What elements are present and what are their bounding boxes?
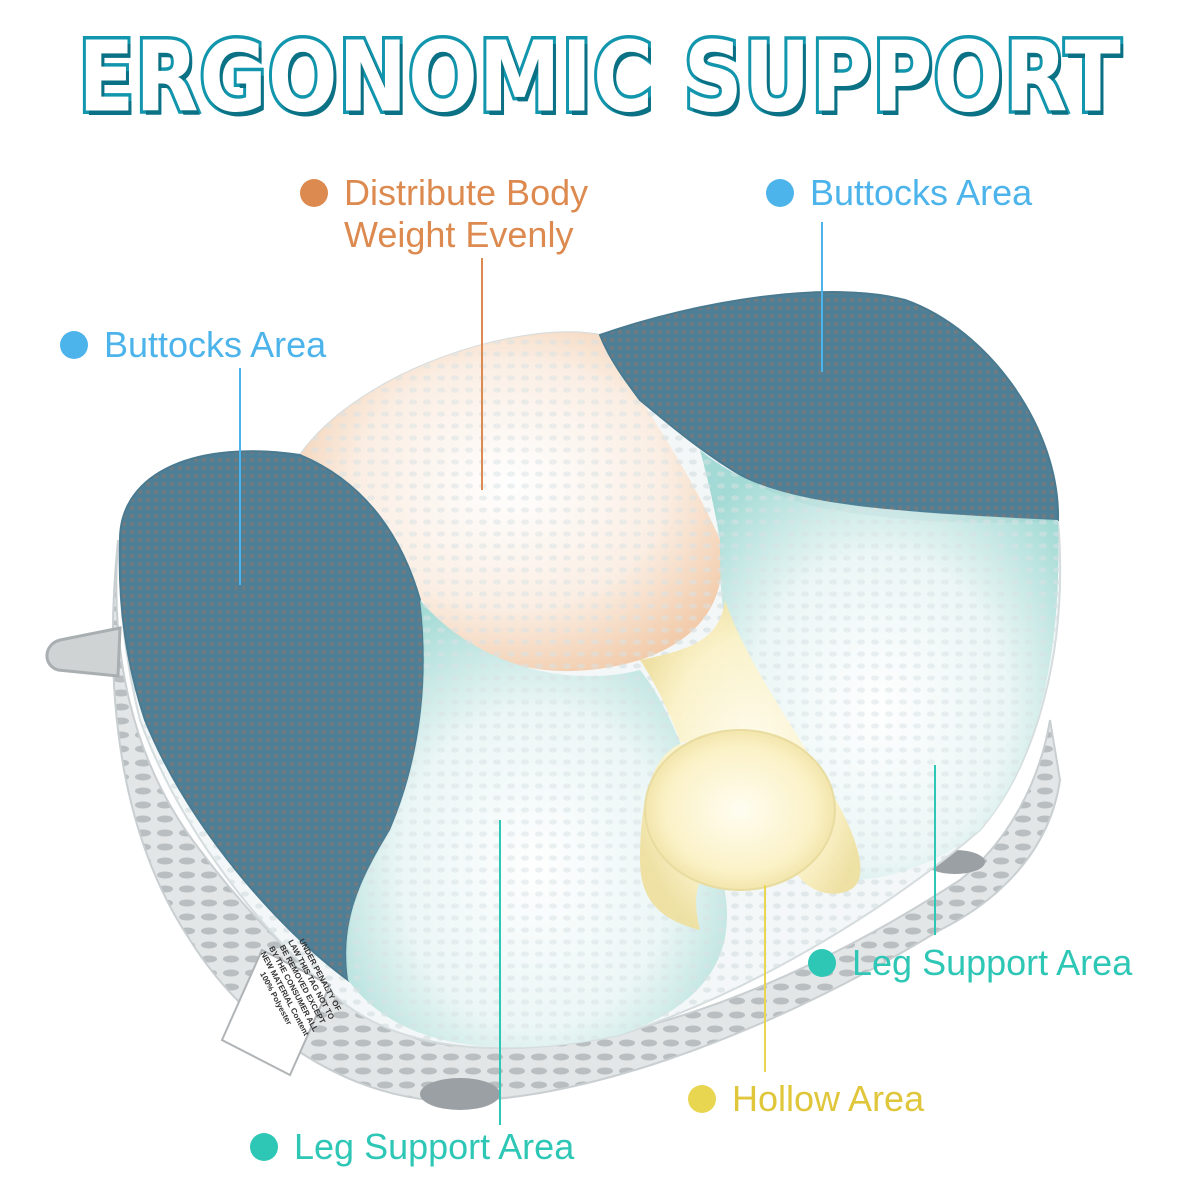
hollow-cutout <box>644 729 836 891</box>
teal-dot-icon <box>808 949 836 977</box>
page-title: ERGONOMIC SUPPORT <box>75 18 1123 137</box>
orange-dot-icon <box>300 179 328 207</box>
cushion-foot <box>420 1078 500 1110</box>
blue-dot-icon <box>766 179 794 207</box>
label-buttocks-area-left: Buttocks Area <box>60 324 326 366</box>
carry-loop <box>45 626 122 678</box>
teal-dot-icon <box>250 1133 278 1161</box>
label-leg-support-left: Leg Support Area <box>250 1126 574 1168</box>
label-hollow-area: Hollow Area <box>688 1078 924 1120</box>
yellow-dot-icon <box>688 1085 716 1113</box>
care-label <box>220 948 332 1077</box>
label-distribute-weight: Distribute Body Weight Evenly <box>300 172 588 256</box>
label-buttocks-area-right: Buttocks Area <box>766 172 1032 214</box>
blue-dot-icon <box>60 331 88 359</box>
label-leg-support-right: Leg Support Area <box>808 942 1132 984</box>
